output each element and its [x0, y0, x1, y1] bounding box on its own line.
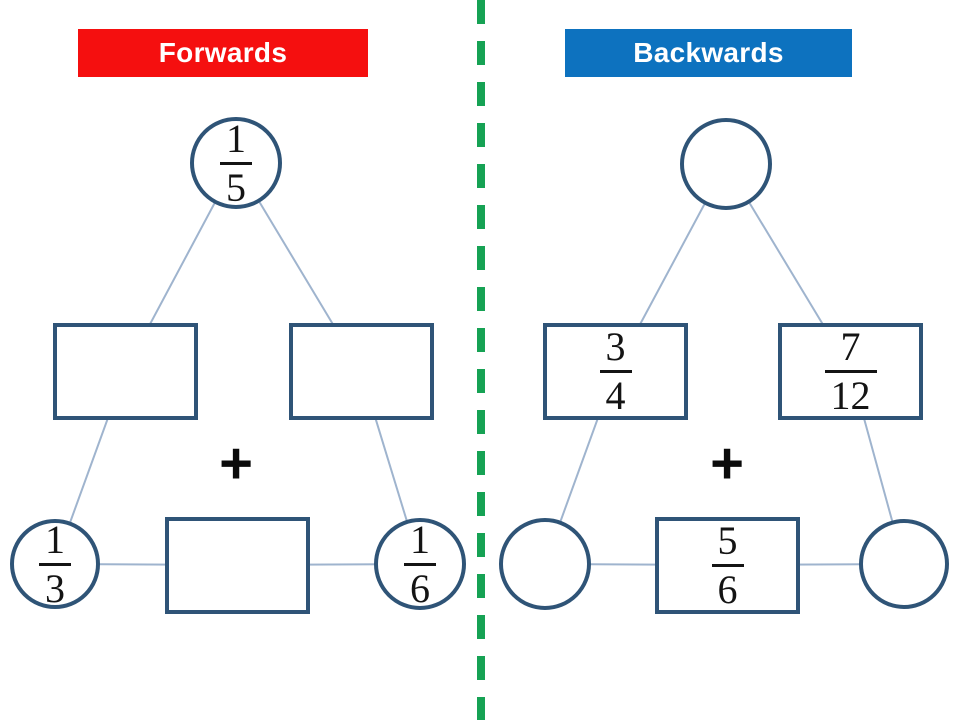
fraction: 1 6 — [404, 516, 436, 609]
fraction-denominator: 4 — [599, 370, 632, 416]
fraction-numerator: 5 — [717, 518, 738, 563]
fraction-denominator: 6 — [404, 562, 436, 609]
forwards-banner-label: Forwards — [158, 37, 288, 68]
forwards-mid-left-box — [53, 323, 198, 420]
fraction-numerator: 1 — [226, 115, 246, 161]
backwards-bottom-right-circle — [859, 519, 949, 609]
fraction-denominator: 5 — [220, 161, 252, 208]
fraction: 7 12 — [824, 324, 877, 416]
backwards-mid-right-box: 7 12 — [778, 323, 923, 420]
fraction-numerator: 1 — [45, 516, 65, 562]
forwards-plus-sign: + — [219, 431, 253, 496]
fraction: 1 3 — [39, 516, 71, 609]
backwards-mid-left-box: 3 4 — [543, 323, 688, 420]
backwards-bottom-box: 5 6 — [655, 517, 800, 614]
forwards-mid-right-box — [289, 323, 434, 420]
fraction-numerator: 3 — [605, 324, 626, 369]
backwards-bottom-left-circle — [499, 518, 591, 610]
forwards-bottom-left-circle: 1 3 — [10, 519, 100, 609]
fraction-denominator: 3 — [39, 562, 71, 609]
backwards-banner: Backwards — [565, 29, 852, 77]
forwards-banner: Forwards — [78, 29, 368, 77]
backwards-plus-sign: + — [710, 431, 744, 496]
fraction-numerator: 1 — [410, 516, 430, 562]
backwards-banner-label: Backwards — [633, 37, 784, 68]
fraction: 5 6 — [711, 518, 744, 610]
fraction: 3 4 — [599, 324, 632, 416]
fraction: 1 5 — [220, 115, 252, 208]
fraction-denominator: 12 — [824, 370, 877, 416]
forwards-top-circle: 1 5 — [190, 117, 282, 209]
forwards-bottom-right-circle: 1 6 — [374, 518, 466, 610]
backwards-top-circle — [680, 118, 772, 210]
fraction-denominator: 6 — [711, 564, 744, 610]
forwards-bottom-box — [165, 517, 310, 614]
fraction-numerator: 7 — [840, 324, 861, 369]
